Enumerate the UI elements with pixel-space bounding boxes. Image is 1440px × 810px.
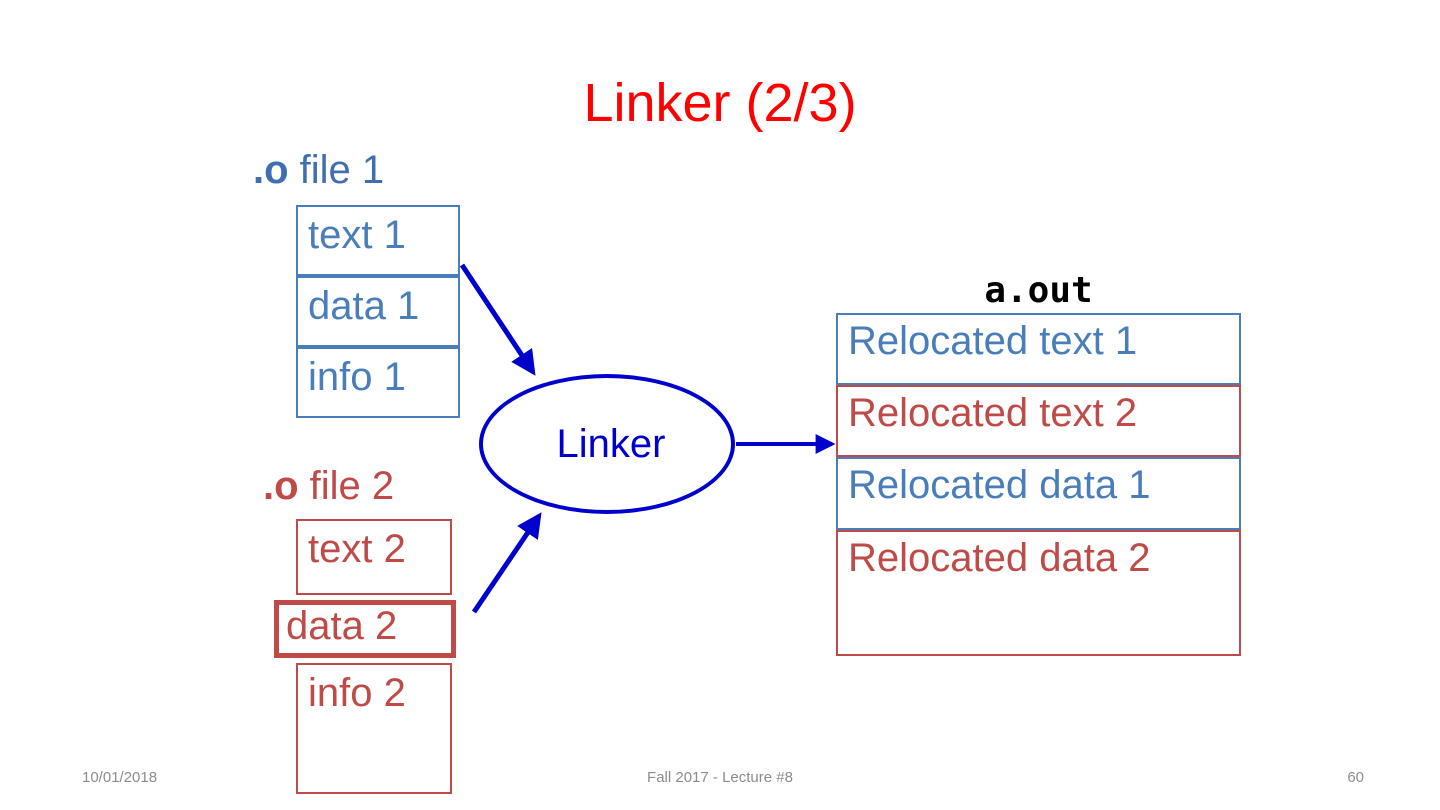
footer-lecture: Fall 2017 - Lecture #8 — [647, 769, 793, 786]
arrow-file2-to-linker — [471, 512, 542, 614]
footer-page-number: 60 — [1347, 769, 1364, 786]
file1-section-info: info 1 — [296, 347, 460, 418]
file2-section-text: text 2 — [296, 519, 452, 595]
object-file-2-extension: .o — [263, 464, 299, 508]
aout-section-relocated-data-2: Relocated data 2 — [836, 530, 1241, 656]
arrow-file1-to-linker — [459, 263, 536, 376]
page-title: Linker (2/3) — [583, 73, 857, 133]
object-file-2-name: file 2 — [298, 464, 395, 508]
linker-node-label: Linker — [556, 422, 666, 466]
file2-section-data-label: data 2 — [286, 604, 398, 648]
file1-section-text-label: text 1 — [308, 213, 406, 257]
file2-section-info-label: info 2 — [308, 671, 406, 715]
aout-title: a.out — [984, 270, 1093, 311]
file2-section-text-label: text 2 — [308, 527, 406, 571]
aout-section-relocated-data-2-label: Relocated data 2 — [848, 536, 1151, 580]
aout-section-relocated-text-2: Relocated text 2 — [836, 385, 1241, 457]
file1-section-info-label: info 1 — [308, 355, 406, 399]
file2-section-data: data 2 — [274, 600, 456, 658]
file1-section-data: data 1 — [296, 276, 460, 347]
object-file-1-name: file 1 — [288, 148, 385, 192]
object-file-2-label: .o file 2 — [263, 462, 394, 510]
footer-date: 10/01/2018 — [82, 769, 158, 786]
aout-section-relocated-data-1: Relocated data 1 — [836, 457, 1241, 530]
aout-section-relocated-data-1-label: Relocated data 1 — [848, 463, 1151, 507]
linker-node: Linker — [479, 374, 735, 514]
aout-section-relocated-text-2-label: Relocated text 2 — [848, 391, 1138, 435]
object-file-1-label: .o file 1 — [253, 146, 384, 194]
aout-section-relocated-text-1-label: Relocated text 1 — [848, 319, 1138, 363]
file1-section-data-label: data 1 — [308, 284, 420, 328]
aout-section-relocated-text-1: Relocated text 1 — [836, 313, 1241, 385]
file1-section-text: text 1 — [296, 205, 460, 276]
object-file-1-extension: .o — [253, 148, 289, 192]
